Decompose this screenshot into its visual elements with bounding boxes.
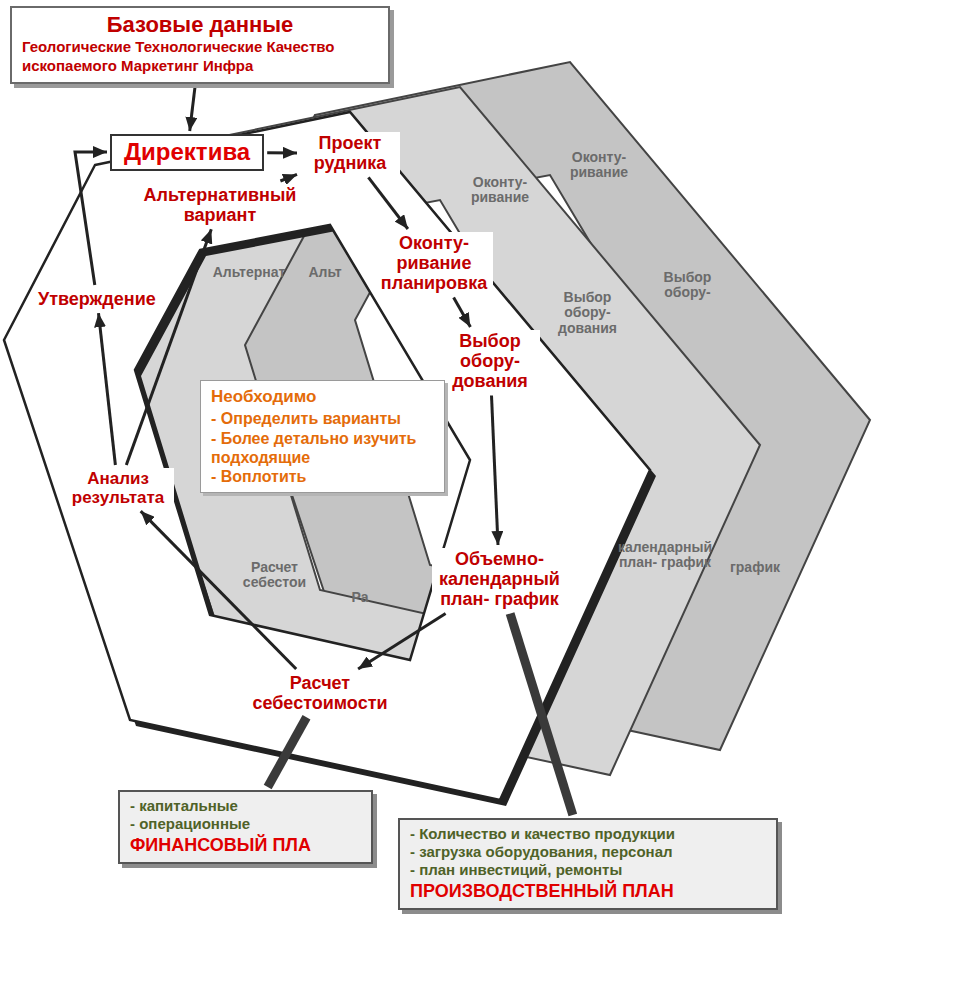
flow-arrow	[126, 229, 211, 465]
plan-panel: - капитальные- операционныеФИНАНСОВЫЙ ПЛ…	[118, 790, 373, 864]
flow-arrow	[454, 298, 471, 328]
node-text: ФИНАНСОВЫЙ ПЛА	[130, 835, 361, 857]
flow-arrow	[75, 152, 107, 285]
node-text: - операционные	[130, 815, 361, 833]
node-heading: Проект рудника	[303, 133, 397, 173]
node-heading: Утверждение	[38, 289, 156, 309]
node-text: - Более детально изучить подходящие	[211, 429, 434, 467]
flow-arrow	[190, 87, 195, 131]
flow-arrow	[492, 396, 499, 546]
node-heading: Выбор обору- дования	[443, 331, 537, 391]
data-panel: Базовые данныеГеологические Технологичес…	[10, 6, 390, 84]
cycle-step: Оконту- ривание планировка	[375, 232, 493, 294]
node-text: - план инвестиций, ремонты	[410, 861, 766, 879]
layer-label: календарный план- график	[615, 540, 715, 571]
node-heading: - Количество и качество продукции	[410, 825, 766, 843]
node-text: ПРОИЗВОДСТВЕННЫЙ ПЛАН	[410, 881, 766, 903]
layer-label: Оконту- ривание	[460, 175, 540, 206]
layer-label: Выбор обору- дования	[545, 290, 630, 336]
layer-label: Альт	[300, 265, 350, 280]
layer-label: Выбор обору-	[650, 270, 725, 301]
cycle-step: Анализ результата	[62, 468, 174, 508]
flow-arrow	[99, 313, 116, 465]
cycle-step: Утверждение	[35, 288, 159, 310]
layer-label: Ра	[345, 590, 375, 605]
front-hexagon	[4, 112, 650, 800]
note-box: Необходимо - Определить варианты- Более д…	[200, 380, 445, 493]
node-heading: Объемно- календарный план- график	[435, 549, 564, 609]
node-text: - загрузка оборудования, персонал	[410, 843, 766, 861]
cycle-step: Объемно- календарный план- график	[432, 548, 567, 610]
flow-arrow	[267, 151, 297, 154]
plan-panel: - Количество и качество продукции- загру…	[398, 818, 778, 910]
cycle-step: Выбор обору- дования	[440, 330, 540, 392]
flow-arrow	[368, 177, 408, 229]
cycle-step: Альтернативный вариант	[140, 184, 300, 226]
cycle-step: Проект рудника	[300, 132, 400, 174]
support-post	[268, 717, 307, 787]
node-heading: Анализ результата	[65, 469, 171, 507]
node-heading: Расчет себестоимости	[243, 673, 397, 713]
node-heading: Альтернативный вариант	[143, 185, 297, 225]
node-heading: Базовые данные	[22, 12, 378, 38]
support-post	[510, 614, 573, 816]
layer-label: Оконту- ривание	[560, 150, 638, 181]
flow-arrow	[358, 614, 446, 670]
node-heading: Оконту- ривание планировка	[378, 233, 490, 293]
node-text: - Воплотить	[211, 467, 434, 486]
layer-label: график	[725, 560, 785, 575]
flow-arrow	[280, 174, 297, 181]
node-heading: - капитальные	[130, 797, 361, 815]
node-text: Геологические Технологические Качество и…	[22, 38, 378, 76]
node-heading: Директива	[124, 138, 250, 167]
node-text: - Определить варианты	[211, 409, 434, 428]
layer-label: Альтернат	[210, 265, 288, 280]
layer-label: Расчет себестои	[232, 560, 317, 591]
directive-box: Директива	[110, 134, 264, 171]
node-heading: Необходимо	[211, 387, 434, 407]
cycle-step: Расчет себестоимости	[240, 672, 400, 714]
